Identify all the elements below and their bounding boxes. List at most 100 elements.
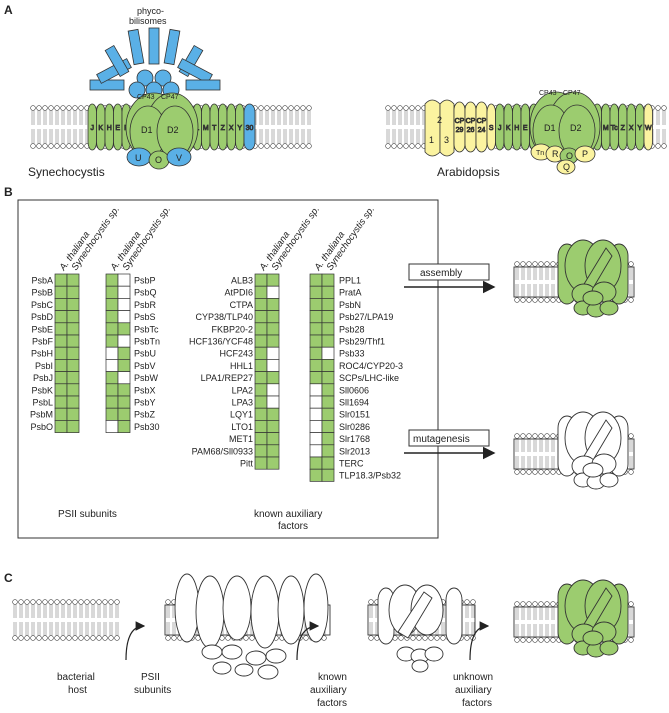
cell-a-thaliana [309,298,323,311]
cell-a-thaliana [105,298,119,311]
cell-synechocystis [117,298,131,311]
lipid-head [526,637,532,643]
lipid-head [264,143,270,149]
p-label: P [582,149,588,159]
lipid-head [276,105,282,111]
row-name-TERC: TERC [339,459,364,469]
lipid-tail [115,622,119,636]
curved-arrow-2 [469,621,490,661]
ext-top [582,630,604,646]
lipid-tail [539,284,543,298]
lipid-tail [85,622,89,636]
cell-a-thaliana [54,407,68,421]
lipid-head [258,105,264,111]
lipid-tail [533,456,537,470]
cell-synechocystis [266,273,280,287]
ext-3 [599,472,619,488]
lipid-tail [43,129,47,144]
ara-d1-label: D1 [544,123,556,133]
cell-a-thaliana [54,420,68,433]
lipid-head [30,635,36,641]
row-name-PsbR: PsbR [134,300,157,310]
syn-subunit-Z-label: Z [221,125,226,132]
lipid-tail [43,110,47,125]
cell-synechocystis [321,444,335,458]
free-ext-5 [257,664,279,680]
free-subunit-1 [195,575,225,649]
cell-a-thaliana [309,383,323,397]
known-label-2: auxiliary [310,685,347,696]
cell-synechocystis [266,456,280,470]
lipid-head [54,635,60,641]
lipid-tail [521,266,525,280]
lipid-head [628,469,634,475]
lipid-head [72,599,78,605]
cell-synechocystis [117,359,131,372]
psii-label-2: subunits [134,685,171,696]
table-row: PsbI [35,359,80,372]
q-label: Q [563,162,570,172]
lipid-head [514,637,520,643]
lipid-head [276,143,282,149]
ara-subunit-S: S [486,103,496,151]
free-subunit-0 [174,573,200,643]
row-name-Psb29/Thf1: Psb29/Thf1 [339,337,385,347]
tn-label: Tn [536,150,544,157]
ara-subunit-J-label: J [498,125,502,132]
cell-a-thaliana [54,346,68,360]
table-row: Psb28 [309,322,365,336]
cell-synechocystis [66,334,80,348]
lipid-tail [533,624,537,638]
cell-a-thaliana [309,359,323,372]
lipid-head [628,601,634,607]
lipid-head [544,297,550,303]
row-name-Psb30: Psb30 [134,422,160,432]
table-row: Sll1694 [309,395,369,409]
lipid-tail [91,604,95,618]
syn-subunit-X-label: X [229,125,234,132]
lipid-head [102,599,108,605]
cell-synechocystis [266,444,280,458]
lipid-tail [410,129,414,144]
partial-d1 [397,591,433,639]
complex-assembled [513,239,635,318]
table-row: Psb29/Thf1 [309,334,385,348]
table-row: ROC4/CYP20-3 [309,359,403,372]
cell-synechocystis [266,346,280,360]
cell-synechocystis [321,468,335,482]
cell-synechocystis [321,371,335,385]
row-name-HCF136/YCF48: HCF136/YCF48 [189,337,253,347]
lipid-tail [410,110,414,125]
lipid-tail [49,110,53,125]
mutagenesis-label: mutagenesis [413,434,470,445]
cell-a-thaliana [309,456,323,470]
lipid-head [409,143,415,149]
ara-subunit-X: X [626,103,636,151]
lipid-head [66,599,72,605]
cell-a-thaliana [105,407,119,421]
ara-subunit-S-label: S [489,125,494,132]
lipid-head [90,635,96,641]
row-name-PsbB: PsbB [31,288,53,298]
table-row: PsbU [105,346,156,360]
lipid-tail [115,604,119,618]
cell-synechocystis [66,420,80,433]
row-name-PsbK: PsbK [31,385,53,395]
lipid-head [48,105,54,111]
syn-subunit-Z: Z [218,103,228,151]
lipid-tail [656,129,660,144]
lipid-head [36,143,42,149]
lipid-tail [539,438,543,452]
lipid-tail [551,438,555,452]
cell-a-thaliana [309,285,323,299]
lipid-tail [61,604,65,618]
lipid-tail [307,110,311,125]
table-row: PsbN [309,298,361,311]
lipid-head [532,433,538,439]
lipid-tail [629,266,633,280]
lipid-tail [539,456,543,470]
lipid-tail [527,266,531,280]
lipid-tail [73,129,77,144]
lipid-head [48,599,54,605]
ara-subunit-K-label: K [506,125,511,132]
